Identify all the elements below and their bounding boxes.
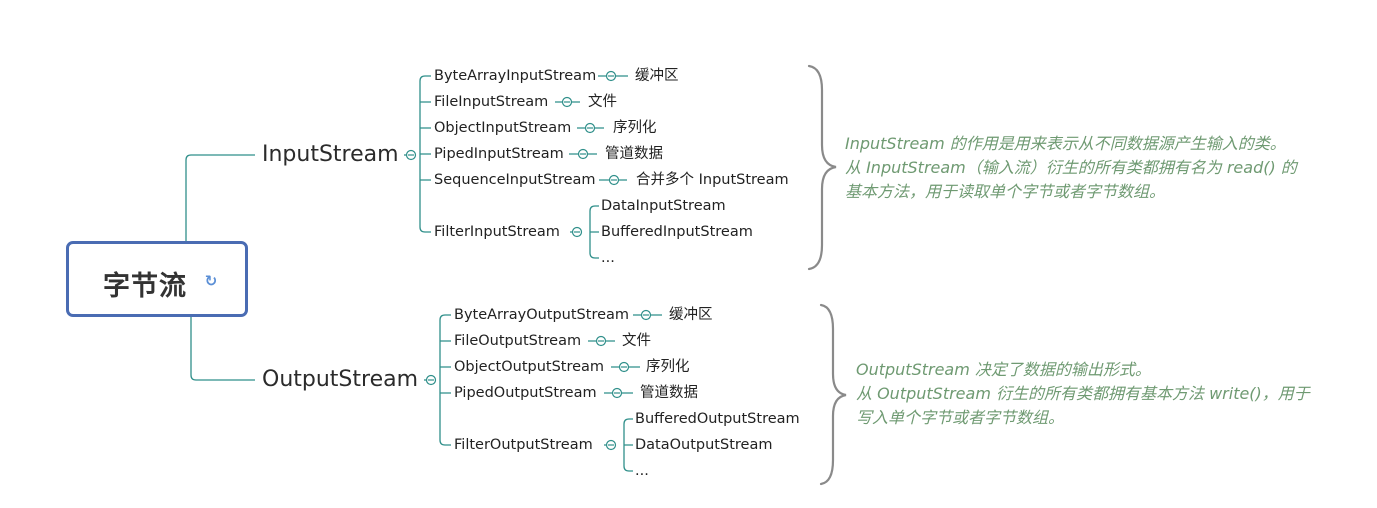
branch-output[interactable]: OutputStream	[262, 367, 419, 392]
note-file[interactable]: 文件	[588, 94, 617, 110]
node-output-ellipsis[interactable]: ...	[635, 463, 649, 479]
note-output-buffer[interactable]: 缓冲区	[669, 307, 713, 323]
refresh-icon[interactable]: ↻	[204, 272, 218, 290]
node-bytearrayinputstream[interactable]: ByteArrayInputStream	[434, 68, 597, 84]
node-input-ellipsis[interactable]: ...	[601, 250, 615, 266]
output-description: OutputStream 决定了数据的输出形式。 从 OutputStream …	[856, 358, 1310, 430]
output-description-line-2: 从 OutputStream 衍生的所有类都拥有基本方法 write()，用于	[856, 384, 1310, 403]
note-merge-inputstreams[interactable]: 合并多个 InputStream	[636, 172, 789, 188]
node-pipedinputstream[interactable]: PipedInputStream	[434, 146, 564, 162]
input-description-line-2: 从 InputStream（输入流）衍生的所有类都拥有名为 read() 的	[845, 158, 1297, 177]
root-node[interactable]: 字节流 ↻	[66, 241, 248, 317]
connector-output-notes	[588, 314, 662, 394]
node-fileoutputstream[interactable]: FileOutputStream	[454, 333, 582, 349]
note-output-pipe-data[interactable]: 管道数据	[640, 385, 698, 401]
node-filterinputstream[interactable]: FilterInputStream	[434, 224, 560, 240]
node-bytearrayoutputstream[interactable]: ByteArrayOutputStream	[454, 307, 630, 323]
branch-input[interactable]: InputStream	[262, 142, 399, 167]
node-datainputstream[interactable]: DataInputStream	[601, 198, 726, 214]
note-output-file[interactable]: 文件	[622, 333, 651, 349]
root-title: 字节流	[103, 271, 187, 302]
node-bufferedinputstream[interactable]: BufferedInputStream	[601, 224, 753, 240]
note-pipe-data[interactable]: 管道数据	[605, 146, 663, 162]
node-dataoutputstream[interactable]: DataOutputStream	[635, 437, 773, 453]
input-description-line-3: 基本方法，用于读取单个字节或者字节数组。	[845, 182, 1166, 201]
note-serialization[interactable]: 序列化	[613, 120, 657, 136]
brace-output	[819, 303, 847, 486]
node-pipedoutputstream[interactable]: PipedOutputStream	[454, 385, 597, 401]
node-objectinputstream[interactable]: ObjectInputStream	[434, 120, 572, 136]
connector-output-children	[439, 314, 451, 446]
connector-root-output	[190, 317, 255, 381]
node-bufferedoutputstream[interactable]: BufferedOutputStream	[635, 411, 800, 427]
node-filteroutputstream[interactable]: FilterOutputStream	[454, 437, 593, 453]
node-objectoutputstream[interactable]: ObjectOutputStream	[454, 359, 605, 375]
input-description: InputStream 的作用是用来表示从不同数据源产生输入的类。 从 Inpu…	[845, 132, 1297, 204]
note-buffer[interactable]: 缓冲区	[635, 68, 679, 84]
output-description-line-3: 写入单个字节或者字节数组。	[856, 408, 1065, 427]
output-description-line-1: OutputStream 决定了数据的输出形式。	[856, 360, 1151, 379]
note-output-serialization[interactable]: 序列化	[646, 359, 690, 375]
input-description-line-1: InputStream 的作用是用来表示从不同数据源产生输入的类。	[845, 134, 1286, 153]
connector-root-input	[185, 154, 255, 241]
node-fileinputstream[interactable]: FileInputStream	[434, 94, 549, 110]
node-sequenceinputstream[interactable]: SequenceInputStream	[434, 172, 596, 188]
connector-input-children	[419, 75, 431, 233]
brace-input	[807, 64, 837, 271]
